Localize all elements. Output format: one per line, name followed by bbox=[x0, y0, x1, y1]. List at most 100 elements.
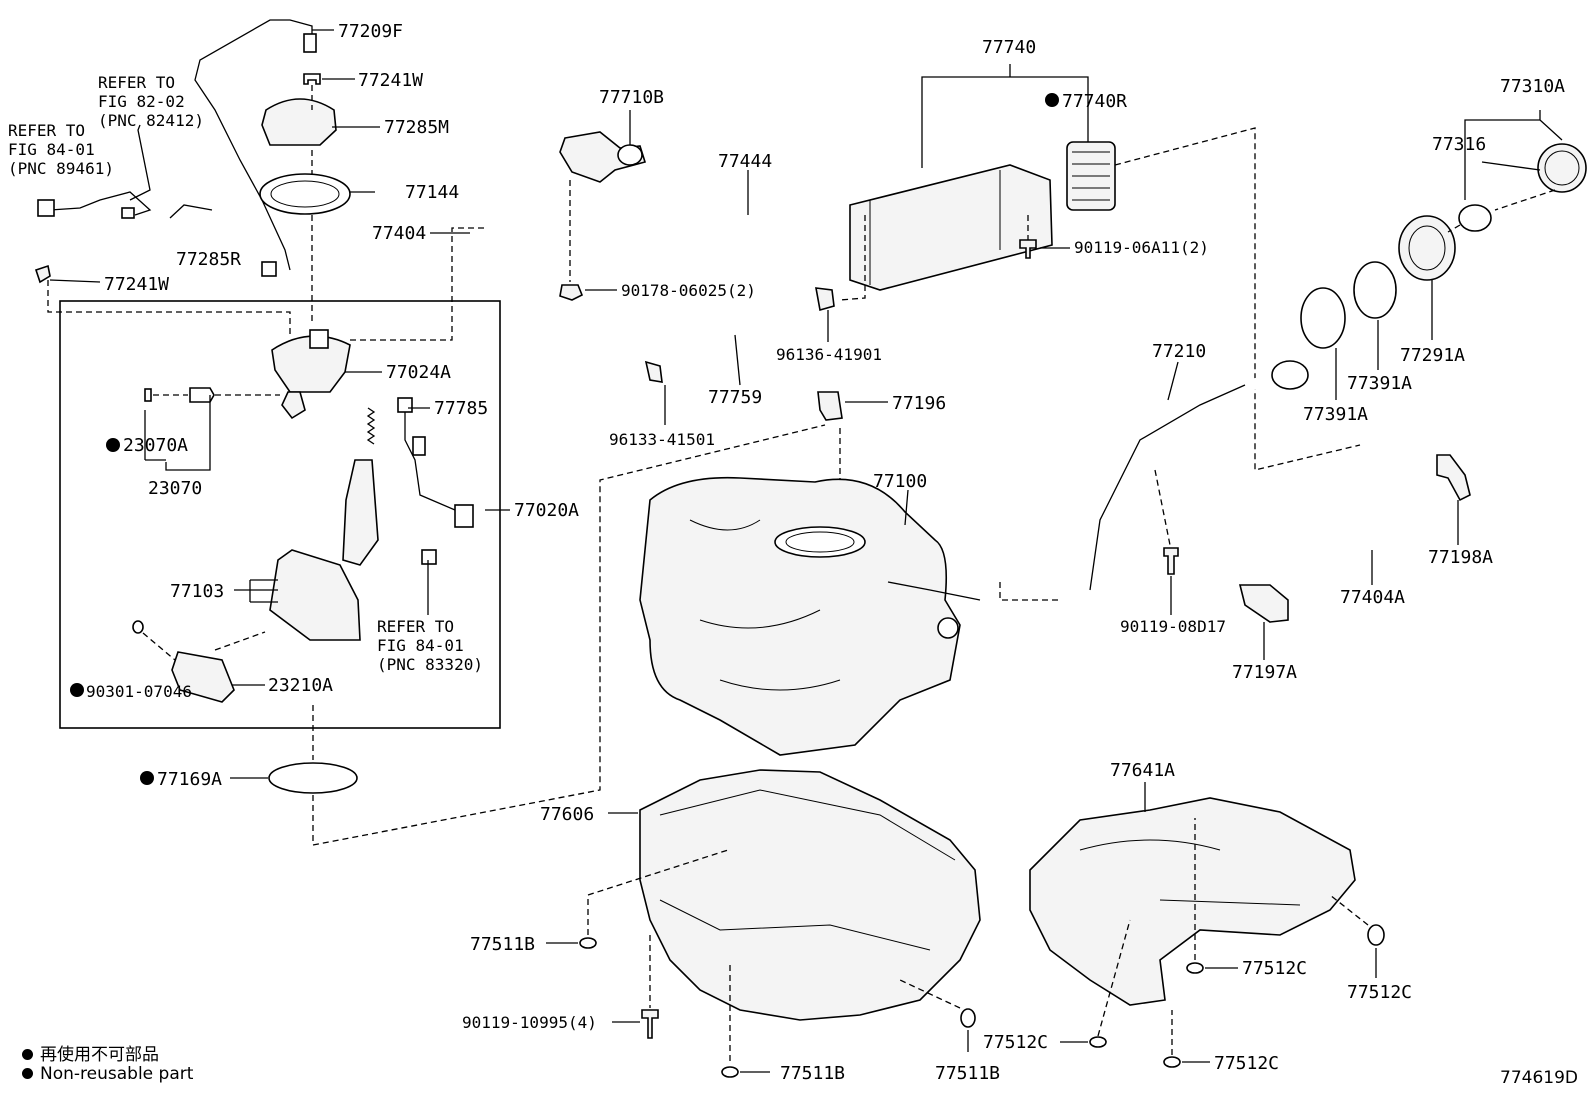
bolt-90119-06A11 bbox=[1019, 239, 1037, 259]
label-77100: 77100 bbox=[873, 471, 927, 492]
label-77020A: 77020A bbox=[514, 500, 579, 521]
label-77024A: 77024A bbox=[386, 362, 451, 383]
valve-cap bbox=[617, 144, 643, 166]
svg-text:(PNC 83320): (PNC 83320) bbox=[377, 655, 483, 674]
o-ring-77391A-b bbox=[1300, 287, 1346, 349]
clip-77511B-c bbox=[960, 1008, 976, 1028]
label-77241W-left: 77241W bbox=[104, 274, 169, 295]
label-77785: 77785 bbox=[434, 398, 488, 419]
leader-77241W-left bbox=[49, 279, 101, 283]
fuel-pump-23210A bbox=[171, 651, 235, 703]
harness-connector-mid bbox=[412, 436, 426, 456]
label-77740R: 77740R bbox=[1062, 91, 1127, 112]
leader-77210 bbox=[1167, 361, 1179, 401]
leader-77100 bbox=[904, 489, 909, 526]
guide-left-1 bbox=[47, 280, 291, 335]
guide-77512C-d bbox=[1329, 894, 1369, 926]
non-reusable-dot-90301 bbox=[70, 683, 84, 697]
fitting-23070 bbox=[189, 387, 215, 403]
guide-canister-filler bbox=[1114, 127, 1361, 471]
label-77404: 77404 bbox=[372, 223, 426, 244]
guide-77511B-a bbox=[587, 849, 729, 935]
non-reusable-dot-77740R bbox=[1045, 93, 1059, 107]
grommet-90178 bbox=[559, 284, 584, 301]
label-96133-41501: 96133-41501 bbox=[609, 430, 715, 449]
label-77210: 77210 bbox=[1152, 341, 1206, 362]
figure-id: 774619D bbox=[1500, 1068, 1578, 1088]
label-96136-41901: 96136-41901 bbox=[776, 345, 882, 364]
label-90119-06A11: 90119-06A11(2) bbox=[1074, 238, 1209, 257]
hose-77444 bbox=[627, 189, 816, 216]
leader-23070A bbox=[144, 410, 166, 461]
label-77740: 77740 bbox=[982, 37, 1036, 58]
label-77291A: 77291A bbox=[1400, 345, 1465, 366]
label-90178-06025: 90178-06025(2) bbox=[621, 281, 756, 300]
filler-pipe-inner bbox=[1009, 374, 1281, 631]
o-ring-23070A bbox=[144, 388, 152, 402]
sender-float bbox=[281, 391, 306, 420]
clamp-96133 bbox=[644, 360, 663, 383]
label-77198A: 77198A bbox=[1428, 547, 1493, 568]
protector-77606 bbox=[639, 769, 981, 1021]
hose-77404-inner bbox=[496, 167, 549, 274]
svg-text:REFER TO: REFER TO bbox=[377, 617, 454, 636]
label-77316: 77316 bbox=[1432, 134, 1486, 155]
svg-text:FIG 84-01: FIG 84-01 bbox=[8, 140, 95, 159]
leader-77740 bbox=[921, 64, 1089, 168]
o-ring-77391A-a bbox=[1353, 261, 1397, 319]
label-77641A: 77641A bbox=[1110, 760, 1175, 781]
legend-japanese: 再使用不可部品 bbox=[22, 1040, 159, 1065]
ref1-leader bbox=[129, 124, 151, 201]
fuel-cap-inner bbox=[1544, 150, 1580, 186]
guide-77511B-c bbox=[899, 979, 961, 1009]
label-77391A-a: 77391A bbox=[1347, 373, 1412, 394]
non-reusable-dot-77169A bbox=[140, 771, 154, 785]
protector-77641A-ribs bbox=[1079, 839, 1301, 906]
label-23070A: 23070A bbox=[123, 435, 188, 456]
label-77512C-c: 77512C bbox=[1214, 1053, 1279, 1074]
harness-77785 bbox=[404, 405, 471, 521]
vapor-tube-77209F bbox=[194, 19, 313, 271]
label-90119-08D17: 90119-08D17 bbox=[1120, 617, 1226, 636]
leader-77103 bbox=[234, 579, 278, 603]
gasket-77169A bbox=[268, 762, 358, 794]
legend-english: Non-reusable part bbox=[22, 1064, 193, 1084]
label-77241W: 77241W bbox=[358, 70, 423, 91]
clip-77512C-d bbox=[1367, 924, 1385, 946]
filler-neck bbox=[1271, 360, 1309, 390]
label-77512C-a: 77512C bbox=[983, 1032, 1048, 1053]
svg-text:REFER TO: REFER TO bbox=[98, 73, 175, 92]
guide-cap bbox=[1447, 189, 1556, 233]
guide-canister-hose bbox=[839, 215, 866, 301]
valve-77710B bbox=[559, 131, 647, 183]
svg-text:REFER TO: REFER TO bbox=[8, 121, 85, 140]
bracket-77285R bbox=[169, 204, 213, 219]
guide-left-6 bbox=[214, 631, 266, 651]
sensor-connector-right bbox=[121, 207, 135, 219]
canister-bands bbox=[869, 170, 1001, 285]
clip-77196 bbox=[817, 391, 843, 421]
fuel-sender-77024A bbox=[271, 335, 351, 393]
legend-dot-icon bbox=[22, 1068, 33, 1079]
clip-77511B-a bbox=[579, 937, 597, 949]
clip-77241W-left bbox=[34, 264, 51, 284]
refer-note-84-01-b: REFER TO FIG 84-01 (PNC 83320) bbox=[377, 617, 483, 674]
label-77144: 77144 bbox=[405, 182, 459, 203]
filler-pipe-vent bbox=[1089, 384, 1246, 591]
legend-text-jp: 再使用不可部品 bbox=[40, 1045, 159, 1065]
filler-pipe-77210 bbox=[1014, 379, 1276, 626]
spring bbox=[366, 407, 376, 445]
o-ring-90301 bbox=[132, 620, 144, 634]
label-77196: 77196 bbox=[892, 393, 946, 414]
pump-body-77103 bbox=[269, 549, 361, 641]
bolt-90119-08D17 bbox=[1163, 547, 1179, 575]
lock-ring-inner bbox=[270, 180, 340, 208]
label-77169A: 77169A bbox=[157, 769, 222, 790]
tank-opening-inner bbox=[785, 531, 855, 553]
label-77511B-a: 77511B bbox=[470, 934, 535, 955]
sender-connector bbox=[309, 329, 329, 349]
guide-left-7 bbox=[312, 424, 826, 846]
tube-end-connector bbox=[303, 33, 317, 53]
filler-ring-77291A bbox=[1398, 215, 1456, 281]
